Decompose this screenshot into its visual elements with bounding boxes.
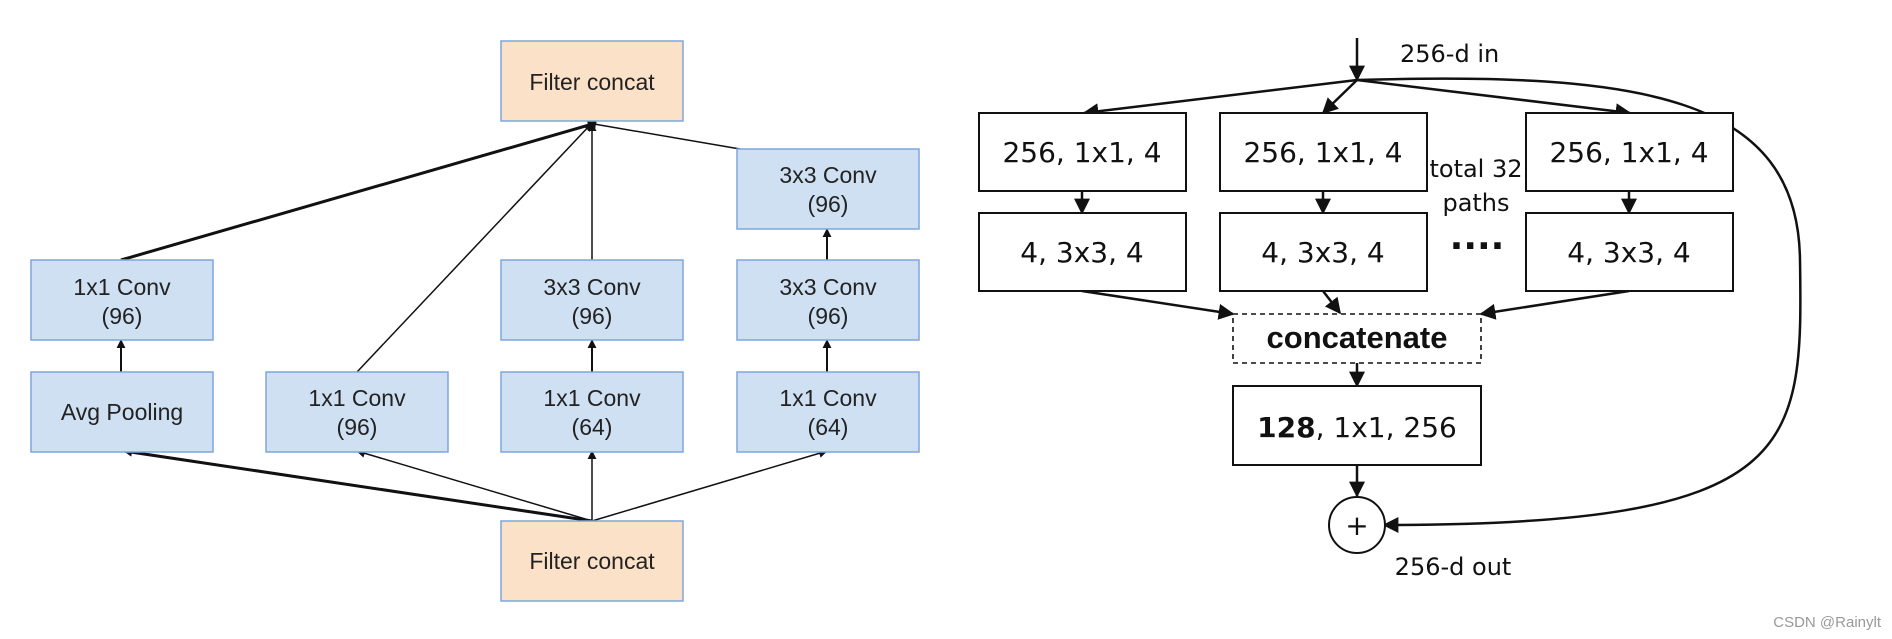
resnext-block: 256-d in 256, 1x1, 4 256, 1x1, 4 256, 1x…: [978, 38, 1802, 581]
watermark: CSDN @Rainylt: [1773, 614, 1882, 631]
resnext-arrows: [1074, 38, 1802, 533]
inception-arrows: [116, 119, 832, 523]
col4-conv1x1: 1x1 Conv (64): [736, 371, 920, 453]
svg-text:total 32: total 32: [1429, 155, 1522, 183]
svg-text:paths: paths: [1442, 189, 1509, 217]
col3-conv1x1: 1x1 Conv (64): [500, 371, 684, 453]
svg-text:256, 1x1, 4: 256, 1x1, 4: [1549, 136, 1708, 169]
path1-conv3x3: 4, 3x3, 4: [978, 212, 1187, 292]
col4-conv3x3-top: 3x3 Conv (96): [736, 148, 920, 230]
svg-text:3x3 Conv: 3x3 Conv: [779, 274, 877, 300]
path3-conv1x1: 256, 1x1, 4: [1525, 112, 1734, 192]
col4-conv3x3-middle: 3x3 Conv (96): [736, 259, 920, 341]
filter-concat-top: Filter concat: [500, 40, 684, 122]
svg-text:256, 1x1, 4: 256, 1x1, 4: [1002, 136, 1161, 169]
svg-text:(64): (64): [572, 414, 613, 440]
svg-text:(96): (96): [572, 303, 613, 329]
path2-conv1x1: 256, 1x1, 4: [1219, 112, 1428, 192]
sum-node: +: [1328, 496, 1386, 554]
inception-module: Filter concat 1x1 Conv (96) Avg Pooling …: [30, 40, 920, 602]
final-rest: , 1x1, 256: [1316, 411, 1457, 444]
svg-text:(96): (96): [808, 191, 849, 217]
svg-text:(64): (64): [808, 414, 849, 440]
svg-text:128, 1x1, 256: 128, 1x1, 256: [1257, 411, 1457, 444]
svg-text:1x1 Conv: 1x1 Conv: [73, 274, 171, 300]
svg-text:(96): (96): [337, 414, 378, 440]
svg-text:3x3 Conv: 3x3 Conv: [779, 162, 877, 188]
svg-text:(96): (96): [808, 303, 849, 329]
svg-text:256, 1x1, 4: 256, 1x1, 4: [1243, 136, 1402, 169]
svg-text:4, 3x3, 4: 4, 3x3, 4: [1020, 236, 1143, 269]
output-label: 256-d out: [1395, 553, 1512, 581]
final-conv1x1: 128, 1x1, 256: [1232, 385, 1482, 466]
filter-concat-bottom: Filter concat: [500, 520, 684, 602]
svg-text:1x1 Conv: 1x1 Conv: [779, 385, 877, 411]
svg-text:Filter concat: Filter concat: [529, 69, 655, 95]
svg-text:1x1 Conv: 1x1 Conv: [543, 385, 641, 411]
concatenate-box: concatenate: [1232, 313, 1482, 364]
col1-avg-pooling: Avg Pooling: [30, 371, 214, 453]
final-bold-channels: 128: [1257, 411, 1315, 444]
paths-note: total 32 paths: [1429, 155, 1522, 217]
svg-text:4, 3x3, 4: 4, 3x3, 4: [1261, 236, 1384, 269]
svg-text:Avg Pooling: Avg Pooling: [61, 399, 183, 425]
svg-text:1x1 Conv: 1x1 Conv: [308, 385, 406, 411]
svg-text:Filter concat: Filter concat: [529, 548, 655, 574]
input-label: 256-d in: [1400, 40, 1499, 68]
plus-icon: +: [1345, 509, 1368, 542]
path2-conv3x3: 4, 3x3, 4: [1219, 212, 1428, 292]
svg-text:concatenate: concatenate: [1267, 320, 1448, 355]
svg-text:(96): (96): [102, 303, 143, 329]
path3-conv3x3: 4, 3x3, 4: [1525, 212, 1734, 292]
path1-conv1x1: 256, 1x1, 4: [978, 112, 1187, 192]
paths-ellipsis: ····: [1450, 226, 1505, 267]
col1-conv1x1: 1x1 Conv (96): [30, 259, 214, 341]
svg-text:4, 3x3, 4: 4, 3x3, 4: [1567, 236, 1690, 269]
col3-conv3x3: 3x3 Conv (96): [500, 259, 684, 341]
svg-text:3x3 Conv: 3x3 Conv: [543, 274, 641, 300]
col2-conv1x1: 1x1 Conv (96): [265, 371, 449, 453]
